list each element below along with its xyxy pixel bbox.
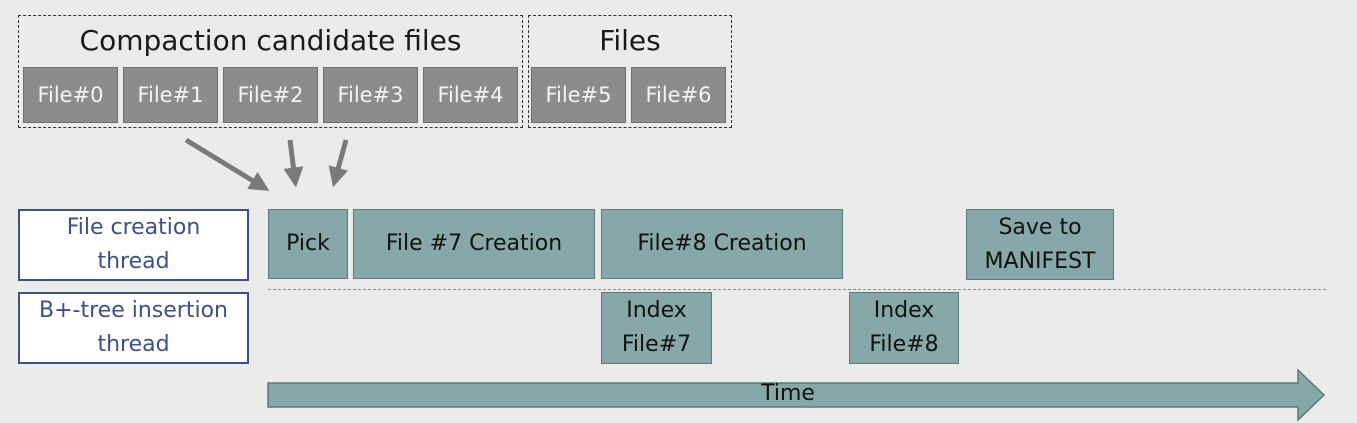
file-box-4: File#4 <box>423 67 518 123</box>
file-box-2: File#2 <box>223 67 318 123</box>
task-file8-creation: File#8 Creation <box>601 209 843 279</box>
time-label: Time <box>761 381 815 406</box>
task-file7-creation-label: File #7 Creation <box>385 231 563 256</box>
task-save-manifest: Save to MANIFEST <box>966 209 1114 280</box>
arrow-file2-to-pick <box>283 139 304 188</box>
task-file7-creation: File #7 Creation <box>353 209 595 279</box>
arrow-file3-to-pick <box>328 139 349 188</box>
file-creation-thread-label: File creation thread <box>18 209 249 281</box>
arrow-file1-to-pick <box>184 137 270 191</box>
task-file8-creation-label: File#8 Creation <box>637 231 807 256</box>
btree-insertion-thread-text: B+-tree insertion thread <box>39 298 228 357</box>
task-index-file8: Index File#8 <box>849 292 959 364</box>
file-box-0: File#0 <box>23 67 118 123</box>
file-box-1: File#1 <box>123 67 218 123</box>
task-index-file7-label: Index File#7 <box>621 298 692 357</box>
task-index-file8-label: Index File#8 <box>869 298 939 357</box>
file-box-5: File#5 <box>531 67 626 123</box>
task-pick: Pick <box>268 209 348 279</box>
compaction-candidate-group: Compaction candidate files <box>18 15 523 128</box>
file-box-6: File#6 <box>631 67 726 123</box>
other-files-title: Files <box>599 24 661 57</box>
task-index-file7: Index File#7 <box>601 292 712 364</box>
file-creation-thread-text: File creation thread <box>66 215 201 274</box>
btree-insertion-thread-label: B+-tree insertion thread <box>18 292 249 364</box>
task-pick-label: Pick <box>286 231 330 256</box>
file-box-3: File#3 <box>323 67 418 123</box>
thread-divider <box>268 289 1326 290</box>
task-save-manifest-label: Save to MANIFEST <box>984 214 1096 274</box>
compaction-candidate-title: Compaction candidate files <box>79 24 462 57</box>
other-files-group: Files <box>528 15 732 128</box>
